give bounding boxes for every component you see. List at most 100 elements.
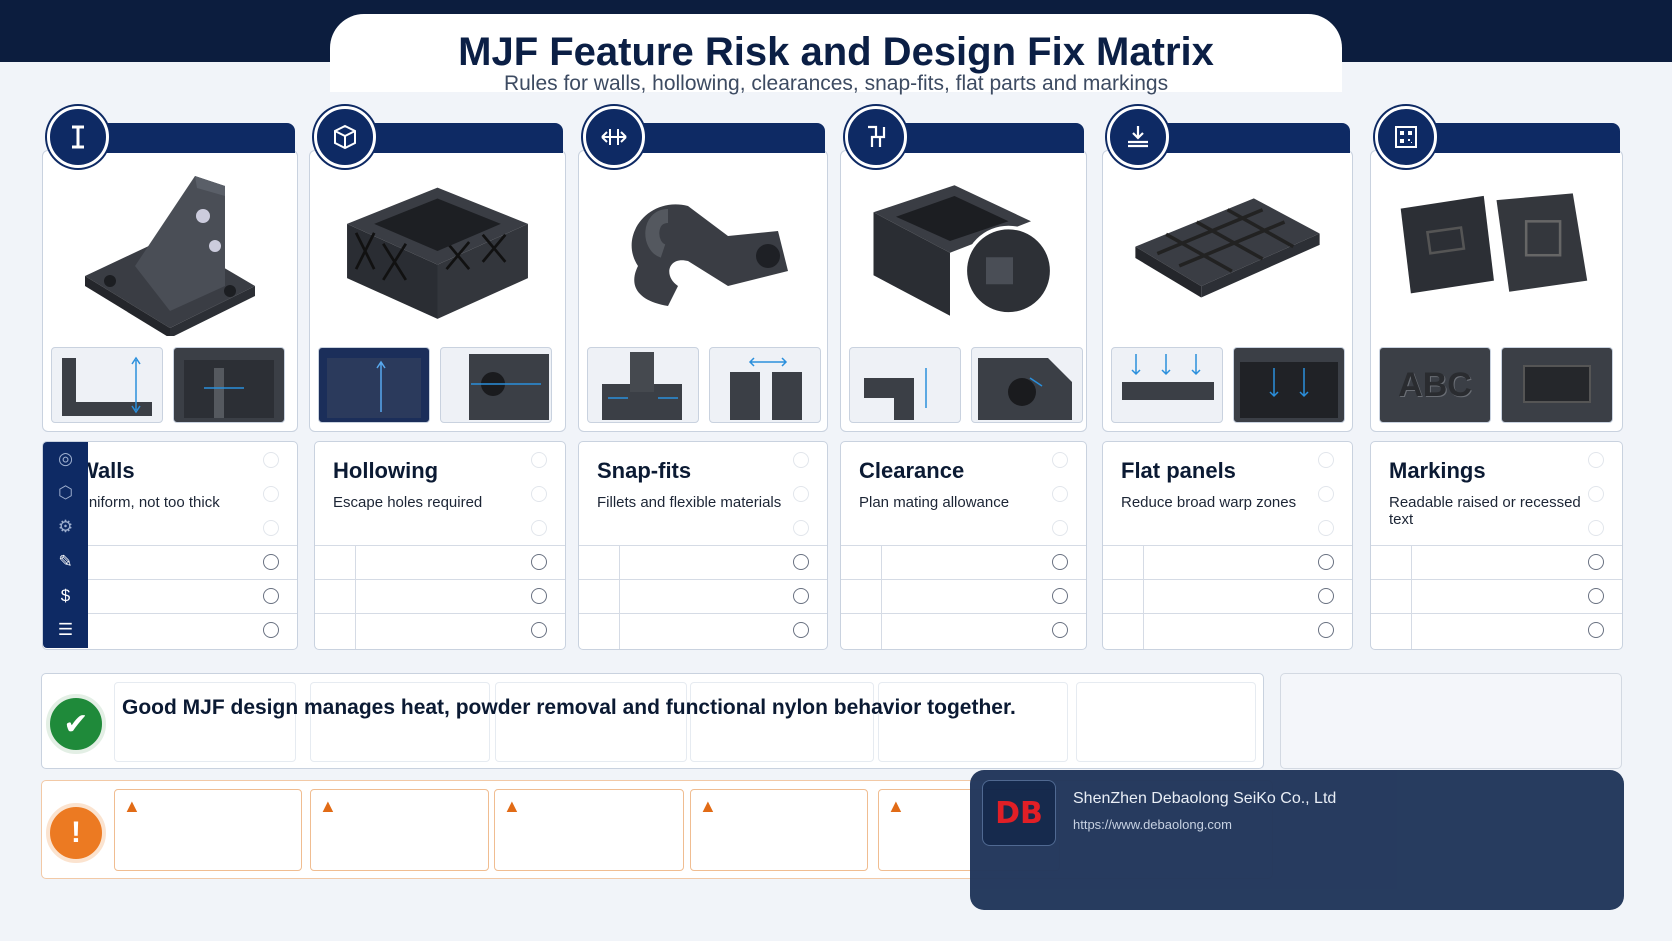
rating-circle[interactable] (1052, 520, 1068, 536)
rating-circle[interactable] (1588, 452, 1604, 468)
rule-description: Escape holes required (333, 494, 483, 511)
rating-circle[interactable] (1052, 554, 1068, 570)
feature-card-hollowing (309, 106, 566, 432)
arrows-icon (583, 106, 645, 168)
layers-icon: ⬡ (58, 483, 73, 502)
rating-circle[interactable] (531, 520, 547, 536)
rating-circle[interactable] (1052, 452, 1068, 468)
recessed-text-thumbnail (1501, 347, 1613, 423)
card-header-bar (103, 123, 295, 153)
rating-circle[interactable] (793, 452, 809, 468)
rating-circle[interactable] (1318, 622, 1334, 638)
rating-circle[interactable] (263, 554, 279, 570)
ribbed-panel-image (1131, 163, 1324, 338)
warning-cell: ▲ (690, 789, 868, 871)
rating-circle[interactable] (531, 622, 547, 638)
card-header-bar (1163, 123, 1350, 153)
header-card (330, 14, 1342, 92)
feature-card-flat-panels (1102, 106, 1353, 432)
notes-icon: ☰ (57, 620, 74, 639)
rating-circle[interactable] (531, 554, 547, 570)
raised-text-sample: ABC (1398, 365, 1472, 404)
card-header-bar (1431, 123, 1620, 153)
rating-circle[interactable] (263, 452, 279, 468)
card-header-bar (370, 123, 563, 153)
rating-circle[interactable] (531, 486, 547, 502)
rating-circle[interactable] (793, 554, 809, 570)
rating-circle[interactable] (1052, 588, 1068, 604)
dollar-icon: $ (60, 586, 71, 605)
warning-triangle-icon: ▲ (123, 796, 141, 816)
rule-title: Hollowing (333, 458, 439, 483)
warning-cell: ▲ (310, 789, 489, 871)
clearance-icon (845, 106, 907, 168)
panel-warp-thumbnail (1111, 347, 1223, 423)
clearance-hole-thumbnail (971, 347, 1083, 423)
good-cell (495, 682, 687, 762)
warning-triangle-icon: ▲ (699, 796, 717, 816)
rating-circle[interactable] (1588, 554, 1604, 570)
rating-circle[interactable] (793, 622, 809, 638)
rating-circle[interactable] (531, 452, 547, 468)
rating-circle[interactable] (1588, 520, 1604, 536)
qr-icon (1375, 106, 1437, 168)
good-practice-banner: ✔ Good MJF design manages heat, powder r… (41, 673, 1264, 769)
rating-circle[interactable] (263, 486, 279, 502)
rating-circle[interactable] (1588, 486, 1604, 502)
bracket-part-image (71, 163, 269, 338)
company-name: ShenZhen Debaolong SeiKo Co., Ltd (1073, 790, 1337, 807)
rule-description: Reduce broad warp zones (1121, 494, 1297, 511)
wall-thickness-thumbnail (51, 347, 163, 423)
rule-title: Flat panels (1121, 458, 1236, 483)
rating-circle[interactable] (1318, 520, 1334, 536)
snap-clip-image (607, 163, 799, 338)
rating-circle[interactable] (793, 588, 809, 604)
panel-icon (1107, 106, 1169, 168)
company-url-link[interactable]: https://www.debaolong.com (1073, 817, 1232, 832)
page-title: MJF Feature Risk and Design Fix Matrix (458, 30, 1214, 74)
rating-circle[interactable] (1318, 588, 1334, 604)
criteria-icon-column: ◎ ⬡ ⚙ ✎ $ ☰ (43, 442, 88, 648)
good-practice-text: Good MJF design manages heat, powder rem… (122, 696, 1016, 719)
rule-card-markings: Markings Readable raised or recessed tex… (1370, 441, 1623, 650)
page-subtitle: Rules for walls, hollowing, clearances, … (503, 72, 1169, 95)
feature-card-walls (42, 106, 298, 432)
good-cell (114, 682, 296, 762)
rule-title: Markings (1389, 458, 1486, 483)
rating-circle[interactable] (531, 588, 547, 604)
rating-circle[interactable] (263, 622, 279, 638)
ruler-icon: ✎ (58, 552, 73, 571)
card-header-bar (639, 123, 825, 153)
rating-circle[interactable] (1588, 622, 1604, 638)
rule-card-flat-panels: Flat panels Reduce broad warp zones (1102, 441, 1353, 650)
rating-circle[interactable] (1318, 486, 1334, 502)
good-cell (878, 682, 1068, 762)
rule-description: Uniform, not too thick (78, 494, 220, 511)
rating-circle[interactable] (1318, 554, 1334, 570)
good-cell (1076, 682, 1256, 762)
rating-circle[interactable] (793, 520, 809, 536)
target-icon: ◎ (58, 449, 73, 468)
warning-triangle-icon: ▲ (319, 796, 337, 816)
escape-hole-thumbnail (440, 347, 552, 423)
thickness-icon (47, 106, 109, 168)
company-logo: DB (982, 780, 1056, 846)
cube-icon (314, 106, 376, 168)
rating-circle[interactable] (263, 588, 279, 604)
warning-triangle-icon: ▲ (503, 796, 521, 816)
rule-card-snapfits: Snap-fits Fillets and flexible materials (578, 441, 828, 650)
rule-title: Snap-fits (597, 458, 692, 483)
rating-circle[interactable] (1052, 622, 1068, 638)
rating-circle[interactable] (1318, 452, 1334, 468)
rating-circle[interactable] (1588, 588, 1604, 604)
raised-text-thumbnail: ABC (1379, 347, 1491, 423)
housing-part-image (869, 163, 1058, 338)
rule-description: Plan mating allowance (859, 494, 1010, 511)
rating-circle[interactable] (263, 520, 279, 536)
company-info-overlay[interactable]: DB ShenZhen Debaolong SeiKo Co., Ltd htt… (970, 770, 1624, 910)
feature-card-snapfits (578, 106, 828, 432)
snap-fillet-thumbnail (587, 347, 699, 423)
rule-title: Clearance (859, 458, 965, 483)
rating-circle[interactable] (793, 486, 809, 502)
rating-circle[interactable] (1052, 486, 1068, 502)
